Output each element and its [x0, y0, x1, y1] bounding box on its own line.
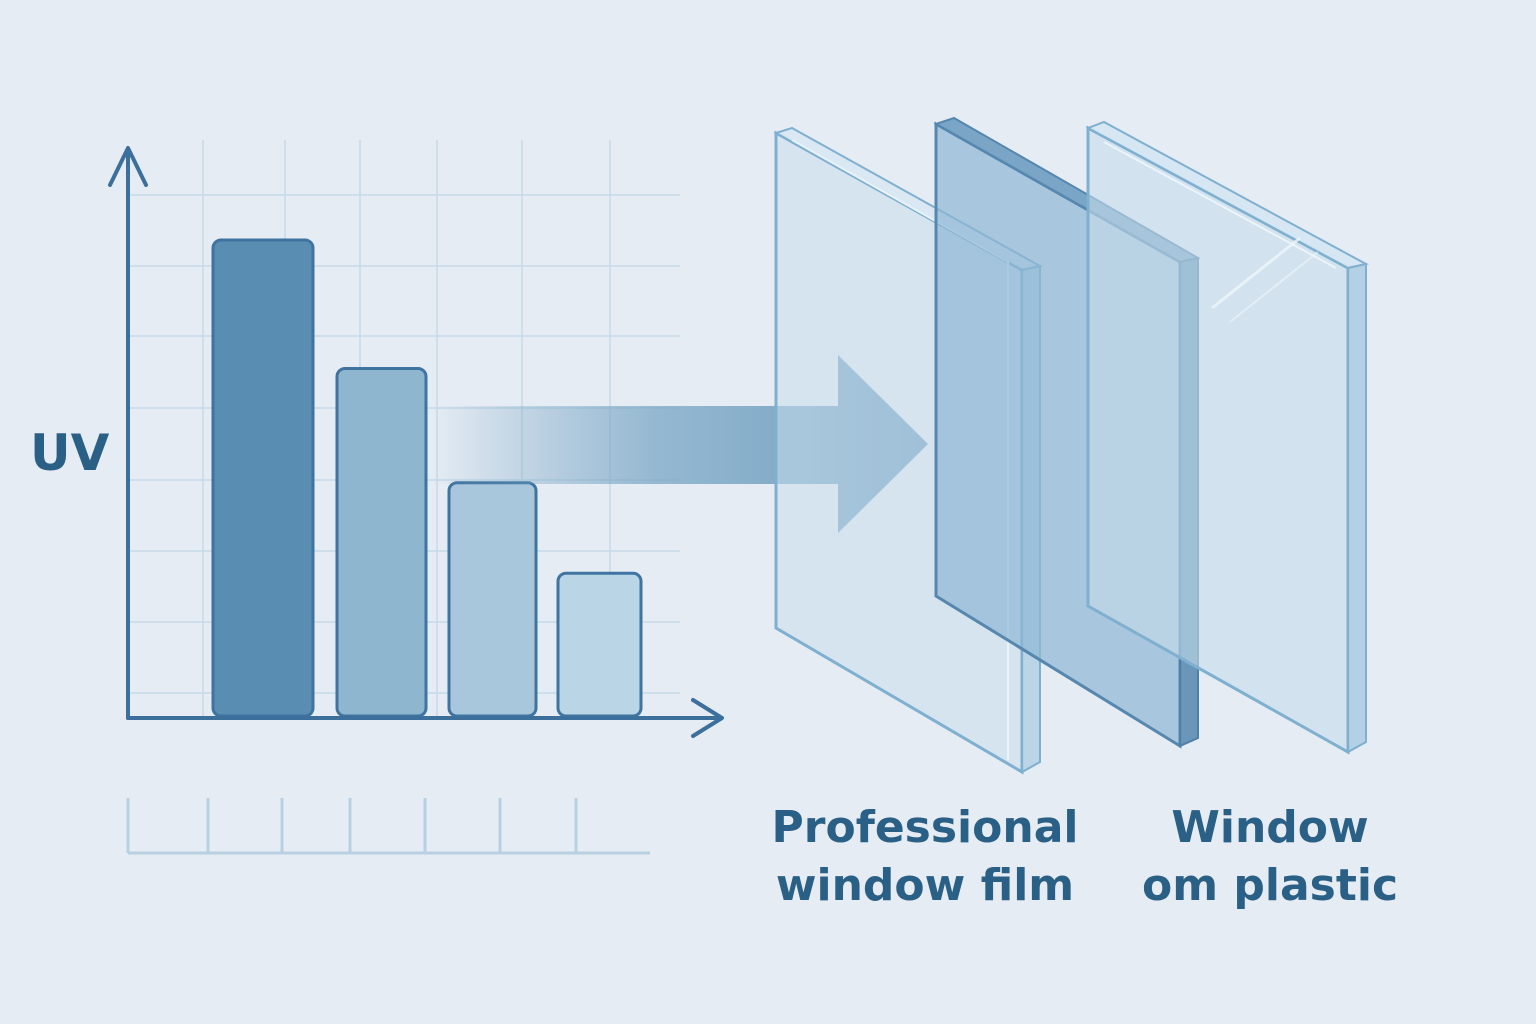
caption-window-plastic: Window om plastic	[1120, 806, 1420, 922]
caption-professional-film: Professional window film	[760, 806, 1090, 922]
y-axis-label: UV	[30, 424, 110, 482]
bar-2	[335, 367, 428, 718]
bar-4	[556, 571, 643, 718]
y-axis-arrowhead	[108, 146, 148, 187]
chart-axes	[108, 146, 724, 738]
bar-3	[447, 481, 538, 718]
caption-plastic-line1: Window	[1171, 802, 1369, 853]
ruler	[126, 798, 650, 855]
caption-film-line2: window film	[775, 860, 1075, 911]
glass-pane-plastic	[1085, 120, 1369, 755]
caption-plastic-line2: om plastic	[1141, 860, 1399, 911]
caption-film-line1: Professional	[771, 802, 1079, 853]
transmission-arrow	[430, 355, 928, 533]
x-axis-arrowhead	[691, 698, 724, 738]
bar-1	[211, 238, 315, 718]
